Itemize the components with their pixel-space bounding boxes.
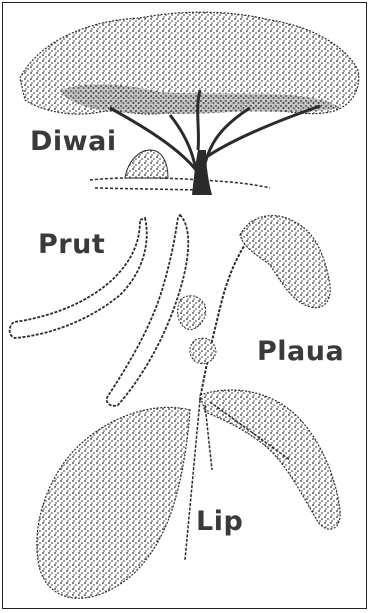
flower-buds (178, 296, 216, 364)
ground (90, 178, 270, 190)
flower-stem (200, 230, 255, 400)
label-fruit: Prut (36, 231, 107, 258)
tree-drawing (20, 12, 359, 195)
label-tree: Diwai (28, 128, 119, 155)
leaf-drawing (37, 390, 340, 598)
label-leaf: Lip (194, 508, 245, 535)
flower-branch-drawing (178, 216, 331, 400)
label-flower: Plaua (255, 338, 346, 365)
pod-right (107, 215, 189, 406)
shrub (125, 150, 168, 178)
leaf-left (37, 407, 190, 598)
flower-cluster (240, 216, 330, 308)
